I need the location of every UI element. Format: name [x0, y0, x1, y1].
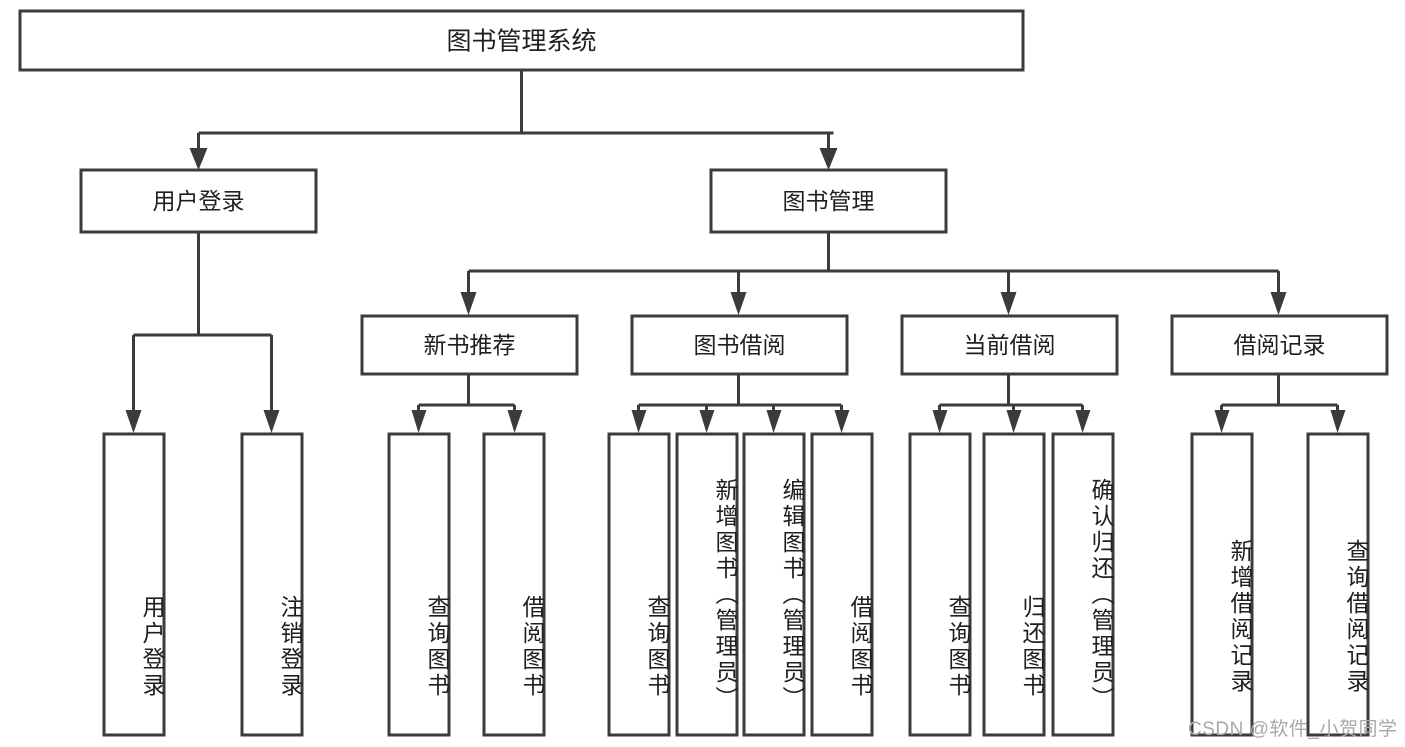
node-new-book-recommend[interactable]: 新书推荐 [360, 314, 579, 376]
node-leaf-query-book-new-box[interactable] [387, 432, 451, 737]
node-borrow-records-box[interactable] [1170, 314, 1389, 376]
arrow-head-user-login [189, 148, 208, 170]
node-book-management-label: 图书管理 [783, 188, 875, 214]
leaf-box-layer [102, 432, 1370, 737]
arrow-head-leaf-query-book-new [411, 410, 427, 433]
node-leaf-add-book-box[interactable] [675, 432, 739, 737]
arrow-head-leaf-query-record [1330, 410, 1346, 433]
connector-layer [125, 70, 1346, 433]
arrow-head-leaf-borrow-book [834, 410, 850, 433]
node-book-management[interactable]: 图书管理 [709, 168, 948, 234]
arrow-head-leaf-query-book-current [932, 410, 948, 433]
node-book-borrow-box[interactable] [630, 314, 849, 376]
node-leaf-user-login-box[interactable] [102, 432, 166, 737]
node-current-borrow[interactable]: 当前借阅 [900, 314, 1119, 376]
node-leaf-query-book-borrow-box[interactable] [607, 432, 671, 737]
arrow-head-leaf-user-login [125, 410, 142, 433]
node-leaf-logout-box[interactable] [240, 432, 304, 737]
node-user-login-box[interactable] [79, 168, 318, 234]
node-leaf-query-record-box[interactable] [1306, 432, 1370, 737]
node-user-login-label: 用户登录 [153, 188, 245, 214]
arrow-head-book-borrow [730, 292, 747, 315]
arrow-head-new-book-recommend [460, 292, 477, 315]
csdn-watermark: CSDN @软件_小贺同学 [1188, 719, 1398, 740]
node-current-borrow-box[interactable] [900, 314, 1119, 376]
arrow-head-leaf-borrow-book-new [507, 410, 523, 433]
node-borrow-records[interactable]: 借阅记录 [1170, 314, 1389, 376]
node-leaf-return-book-box[interactable] [982, 432, 1046, 737]
arrow-head-leaf-query-book-borrow [631, 410, 647, 433]
node-book-management-box[interactable] [709, 168, 948, 234]
node-leaf-query-book-current-box[interactable] [908, 432, 972, 737]
node-root[interactable]: 图书管理系统 [18, 9, 1025, 72]
node-leaf-borrow-book-box[interactable] [810, 432, 874, 737]
arrow-head-leaf-confirm-return [1075, 410, 1091, 433]
node-root-label: 图书管理系统 [446, 28, 596, 56]
node-new-book-recommend-label: 新书推荐 [424, 332, 516, 358]
node-current-borrow-label: 当前借阅 [964, 332, 1056, 358]
node-leaf-confirm-return-box[interactable] [1051, 432, 1115, 737]
arrow-head-borrow-records [1270, 292, 1287, 315]
node-new-book-recommend-box[interactable] [360, 314, 579, 376]
arrow-head-leaf-add-book [699, 410, 715, 433]
arrow-head-leaf-logout [263, 410, 280, 433]
arrow-head-leaf-add-record [1214, 410, 1230, 433]
node-book-borrow[interactable]: 图书借阅 [630, 314, 849, 376]
node-user-login[interactable]: 用户登录 [79, 168, 318, 234]
arrow-head-current-borrow [1000, 292, 1017, 315]
node-leaf-borrow-book-new-box[interactable] [482, 432, 546, 737]
arrow-head-leaf-return-book [1006, 410, 1022, 433]
node-book-borrow-label: 图书借阅 [694, 332, 786, 358]
arrow-head-book-management [819, 148, 838, 170]
node-root-box[interactable] [18, 9, 1025, 72]
node-borrow-records-label: 借阅记录 [1234, 332, 1326, 358]
node-leaf-add-record-box[interactable] [1190, 432, 1254, 737]
arrow-head-leaf-edit-book [766, 410, 782, 433]
node-leaf-edit-book-box[interactable] [742, 432, 806, 737]
